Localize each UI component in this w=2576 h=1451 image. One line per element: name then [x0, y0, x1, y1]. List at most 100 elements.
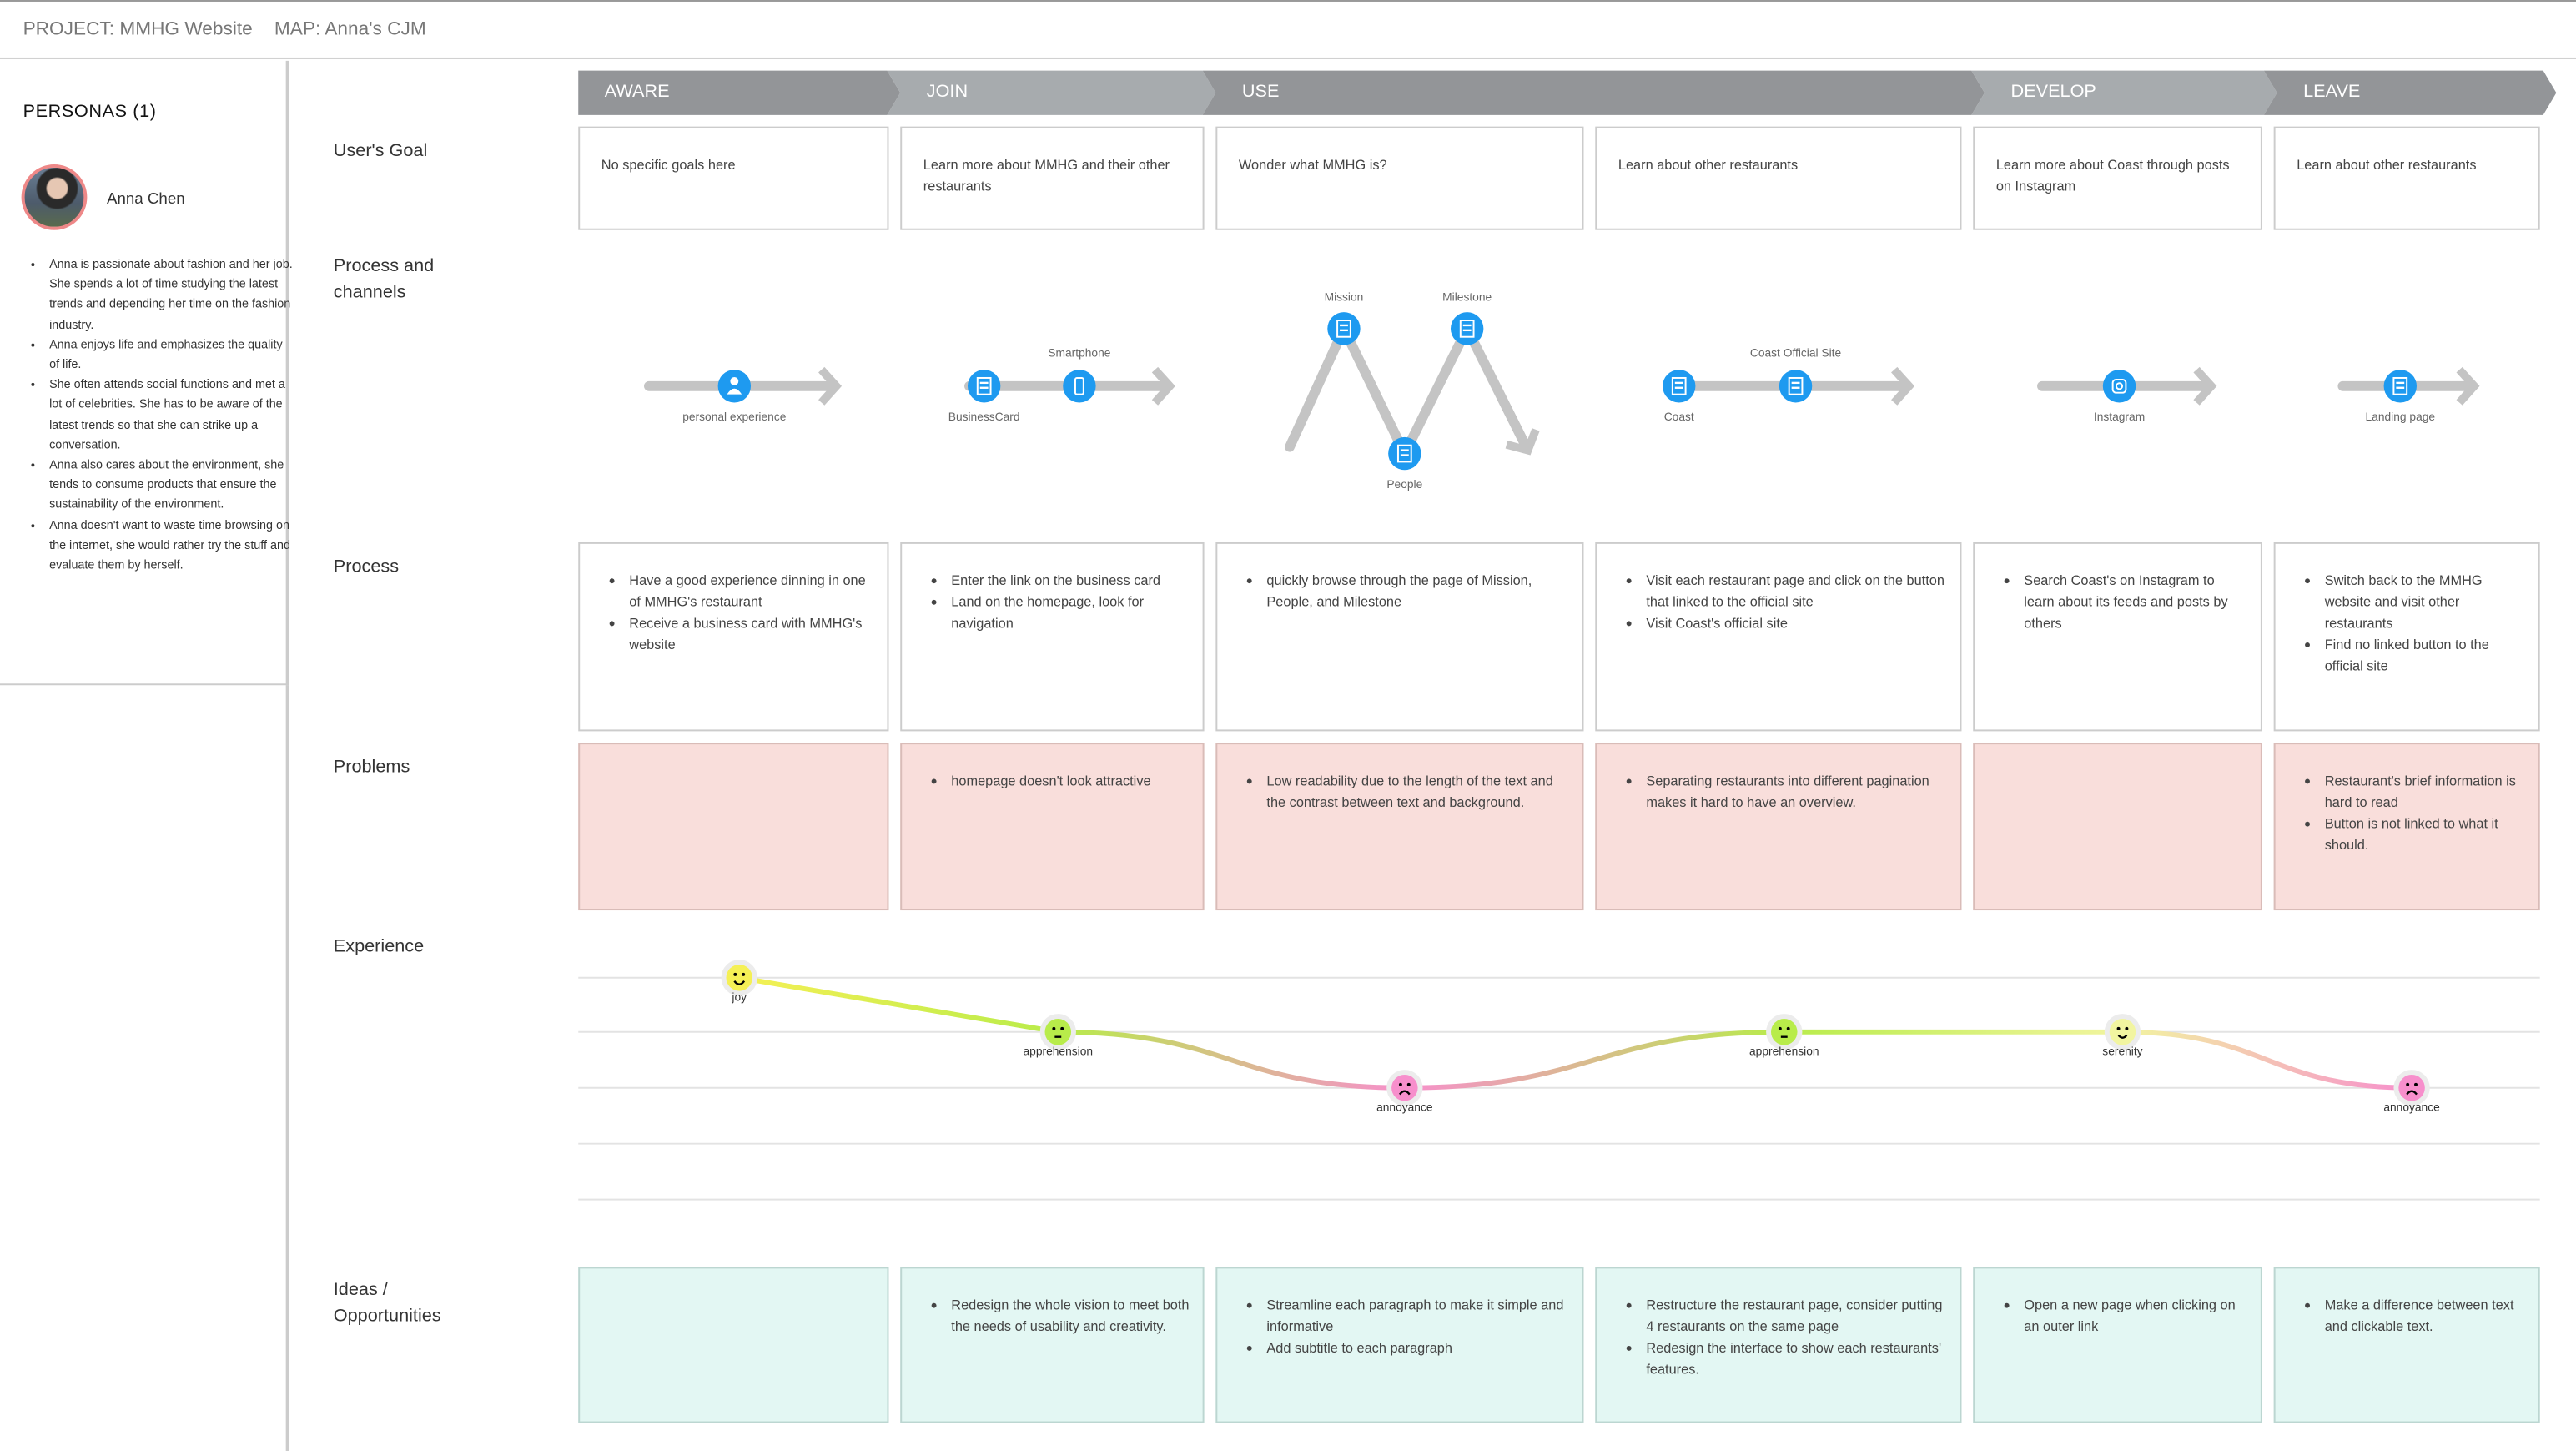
happy-face-icon[interactable]	[721, 960, 757, 996]
row-label-channels: Process and channels	[333, 256, 435, 303]
process-item: Enter the link on the business card	[951, 570, 1190, 592]
map-title[interactable]: MAP: Anna's CJM	[274, 19, 426, 40]
persona-bullet: Anna enjoys life and emphasizes the qual…	[49, 335, 295, 375]
channel-label: Landing page	[2365, 412, 2436, 425]
worried-face-icon[interactable]	[1039, 1014, 1076, 1050]
problems-card[interactable]: homepage doesn't look attractive	[900, 743, 1205, 911]
goal-card[interactable]: Learn about other restaurants	[1595, 126, 1962, 230]
goal-card[interactable]: Wonder what MMHG is?	[1215, 126, 1584, 230]
webpage-icon[interactable]	[1388, 436, 1421, 471]
ideas-card[interactable]	[578, 1267, 889, 1423]
channel-label: Coast	[1663, 412, 1694, 425]
process-card[interactable]: quickly browse through the page of Missi…	[1215, 542, 1584, 732]
phase-label-leave[interactable]: LEAVE	[2303, 82, 2361, 103]
phase-label-develop[interactable]: DEVELOP	[2010, 82, 2096, 103]
process-card[interactable]: Search Coast's on Instagram to learn abo…	[1973, 542, 2262, 732]
process-card[interactable]: Enter the link on the business cardLand …	[900, 542, 1205, 732]
goal-text: Wonder what MMHG is?	[1238, 156, 1387, 173]
problems-list: homepage doesn't look attractive	[902, 771, 1202, 793]
business-card-icon[interactable]	[967, 370, 1001, 403]
channel-path	[1462, 323, 1530, 449]
sad-face-icon[interactable]	[2393, 1070, 2430, 1106]
problems-card[interactable]: Low readability due to the length of the…	[1215, 743, 1584, 911]
channel-label: Coast Official Site	[1749, 348, 1842, 360]
problems-card[interactable]	[578, 743, 889, 911]
ideas-item: Redesign the whole vision to meet both t…	[951, 1295, 1190, 1338]
ideas-card[interactable]: Redesign the whole vision to meet both t…	[900, 1267, 1205, 1423]
row-label-ideas: Ideas / Opportunities	[333, 1280, 441, 1327]
process-item: Visit each restaurant page and click on …	[1646, 570, 1946, 612]
ideas-list: Streamline each paragraph to make it sim…	[1217, 1295, 1582, 1359]
webpage-icon[interactable]	[2383, 370, 2417, 403]
process-card[interactable]: Have a good experience dinning in one of…	[578, 542, 889, 732]
smartphone-icon[interactable]	[1063, 370, 1096, 403]
problems-list: Low readability due to the length of the…	[1217, 771, 1582, 814]
worried-face-icon[interactable]	[1766, 1014, 1803, 1050]
process-item: Find no linked button to the official si…	[2325, 634, 2525, 677]
ideas-list: Open a new page when clicking on an oute…	[1975, 1295, 2261, 1338]
problems-list: Separating restaurants into different pa…	[1597, 771, 1960, 814]
row-label-problems: Problems	[333, 757, 410, 778]
problems-card[interactable]: Restaurant's brief information is hard t…	[2273, 743, 2540, 911]
phase-arrow-aware[interactable]	[578, 70, 901, 115]
persona-bullet: Anna doesn't want to waste time browsing…	[49, 516, 295, 576]
process-card[interactable]: Visit each restaurant page and click on …	[1595, 542, 1962, 732]
problems-card[interactable]: Separating restaurants into different pa…	[1595, 743, 1962, 911]
goal-card[interactable]: Learn more about Coast through posts on …	[1973, 126, 2262, 230]
person-icon[interactable]	[717, 370, 752, 403]
ideas-card[interactable]: Make a difference between text and click…	[2273, 1267, 2540, 1423]
process-list: Search Coast's on Instagram to learn abo…	[1975, 570, 2261, 634]
process-card[interactable]: Switch back to the MMHG website and visi…	[2273, 542, 2540, 732]
emotion-label: apprehension	[1748, 1046, 1819, 1059]
channel-path	[1339, 323, 1410, 459]
ideas-list: Redesign the whole vision to meet both t…	[902, 1295, 1202, 1338]
emotion-label: joy	[732, 992, 747, 1005]
ideas-card[interactable]: Streamline each paragraph to make it sim…	[1215, 1267, 1584, 1423]
process-item: Visit Coast's official site	[1646, 613, 1946, 635]
channel-label: Smartphone	[1048, 348, 1111, 360]
webpage-icon[interactable]	[1450, 312, 1484, 345]
arrow-head	[2193, 366, 2217, 406]
sad-face-icon[interactable]	[1386, 1070, 1423, 1106]
phase-arrow-join[interactable]	[887, 70, 1216, 115]
personas-title: PERSONAS (1)	[23, 102, 157, 122]
phase-label-use[interactable]: USE	[1241, 82, 1280, 103]
instagram-icon[interactable]	[2102, 370, 2136, 403]
smile-face-icon[interactable]	[2104, 1014, 2141, 1050]
phase-label-join[interactable]: JOIN	[926, 82, 969, 103]
problems-list: Restaurant's brief information is hard t…	[2276, 771, 2538, 856]
phase-arrow-use[interactable]	[1202, 70, 1985, 115]
persona-name[interactable]: Anna Chen	[107, 190, 185, 209]
ideas-item: Add subtitle to each paragraph	[1266, 1338, 1568, 1359]
channel-path	[1285, 323, 1349, 452]
process-list: Switch back to the MMHG website and visi…	[2276, 570, 2538, 677]
ideas-card[interactable]: Open a new page when clicking on an oute…	[1973, 1267, 2262, 1423]
channel-label: personal experience	[682, 412, 787, 425]
persona-bullet: Anna also cares about the environment, s…	[49, 456, 295, 516]
arrow-head	[1891, 366, 1915, 406]
arrow-head	[818, 366, 843, 406]
goal-card[interactable]: Learn about other restaurants	[2273, 126, 2540, 230]
arrow-head	[2456, 366, 2480, 406]
phase-arrow-develop[interactable]	[1971, 70, 2277, 115]
problems-item: Separating restaurants into different pa…	[1646, 771, 1946, 814]
problems-card[interactable]	[1973, 743, 2262, 911]
webpage-icon[interactable]	[1663, 370, 1696, 403]
emotion-label: apprehension	[1023, 1046, 1094, 1059]
phase-arrow-leave[interactable]	[2263, 70, 2557, 115]
goal-card[interactable]: Learn more about MMHG and their other re…	[900, 126, 1205, 230]
phase-label-aware[interactable]: AWARE	[604, 82, 670, 103]
ideas-item: Make a difference between text and click…	[2325, 1295, 2525, 1338]
webpage-icon[interactable]	[1327, 312, 1361, 345]
avatar[interactable]	[21, 164, 88, 230]
ideas-item: Streamline each paragraph to make it sim…	[1266, 1295, 1568, 1338]
goal-card[interactable]: No specific goals here	[578, 126, 889, 230]
project-title[interactable]: PROJECT: MMHG Website	[23, 19, 253, 40]
website-icon[interactable]	[1779, 370, 1813, 403]
emotion-label: annoyance	[1376, 1102, 1433, 1115]
persona-bullet: She often attends social functions and m…	[49, 375, 295, 455]
process-item: Search Coast's on Instagram to learn abo…	[2024, 570, 2247, 634]
ideas-card[interactable]: Restructure the restaurant page, conside…	[1595, 1267, 1962, 1423]
